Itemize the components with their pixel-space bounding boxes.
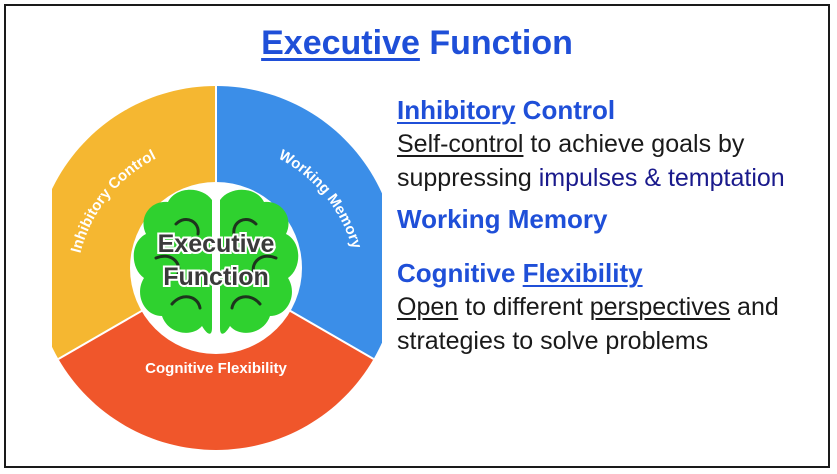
heading-cognitive-plain: Cognitive	[397, 258, 523, 288]
desc-inhibitory-control: Self-control to achieve goals by suppres…	[397, 127, 827, 195]
desc-inhibitory-text: to achieve goals by suppressing	[397, 130, 745, 192]
desc-cognitive-underlined-perspectives: perspectives	[589, 293, 731, 321]
heading-inhibitory-rest: Control	[515, 95, 616, 125]
center-label-line2: Function	[163, 263, 269, 291]
desc-cognitive-text2: and strategies to solve problems	[397, 293, 779, 355]
segment-cognitive-flexibility	[58, 268, 374, 450]
heading-inhibitory-control: Inhibitory Control	[397, 93, 827, 127]
page-title: Executive Function	[6, 24, 828, 63]
executive-function-wheel: Executive Function Inhibitory Control Wo…	[52, 86, 382, 450]
desc-inhibitory-highlight: impulses & temptation	[538, 164, 785, 192]
desc-inhibitory-underlined: Self-control	[397, 130, 524, 158]
desc-cognitive-flexibility: Open to different perspectives and strat…	[397, 290, 827, 358]
heading-cognitive-flexibility: Cognitive Flexibility	[397, 256, 827, 290]
heading-working-memory: Working Memory	[397, 204, 608, 234]
definitions-panel: Inhibitory Control Self-control to achie…	[397, 93, 827, 358]
heading-cognitive-underlined: Flexibility	[522, 258, 643, 288]
slide-frame: Executive Function	[4, 4, 830, 468]
title-underlined: Executive	[261, 24, 420, 62]
brain-icon	[133, 189, 299, 334]
heading-inhibitory-underlined: Inhibitory	[397, 95, 516, 125]
desc-cognitive-text1: to different	[458, 293, 590, 321]
center-label-line1: Executive	[158, 230, 275, 258]
desc-cognitive-underlined-open: Open	[397, 293, 459, 321]
segment-label-cognitive-flexibility: Cognitive Flexibility	[145, 360, 287, 377]
brain-folds	[154, 218, 278, 310]
title-rest: Function	[419, 24, 573, 62]
